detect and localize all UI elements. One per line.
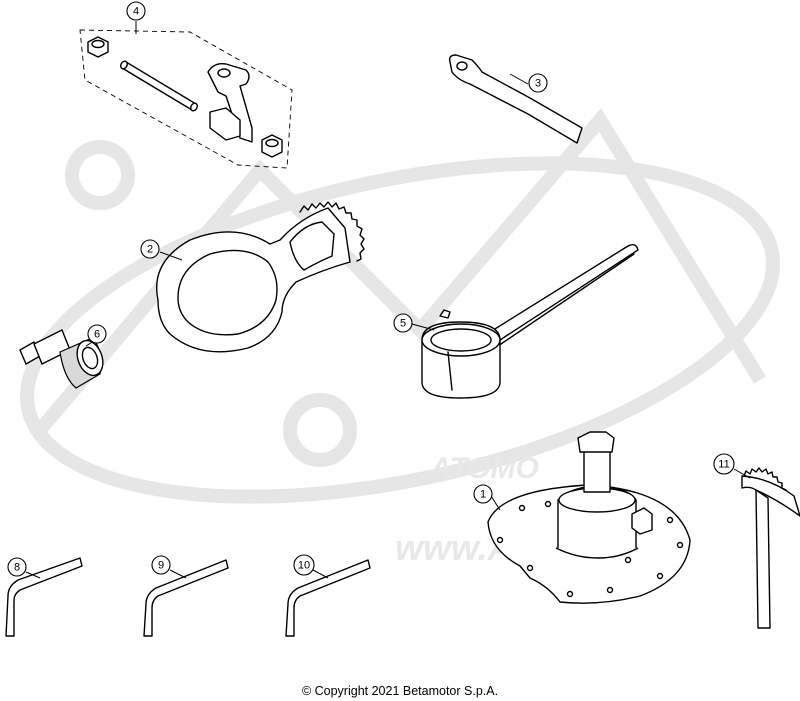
callout-1-label: 1	[480, 489, 486, 501]
part-8-hex-key	[5, 557, 83, 637]
callout-5-label: 5	[400, 318, 406, 330]
part-6-adapter	[19, 329, 104, 389]
callout-9-label: 9	[158, 560, 164, 572]
callout-4-label: 4	[133, 6, 139, 18]
tools-diagram: ATOMO www.ATOMOTO	[5, 1, 800, 637]
background-watermark: ATOMO www.ATOMOTO	[19, 108, 781, 568]
part-4-bracket	[207, 62, 253, 143]
callout-11-label: 11	[718, 459, 729, 471]
part-4-long-bolt	[120, 60, 198, 112]
part-4-kit	[79, 29, 293, 169]
part-2-flywheel-holder	[156, 201, 365, 353]
part-11-serrated-tool	[741, 467, 800, 629]
part-10-hex-key	[285, 559, 371, 637]
callout-1: 1	[473, 484, 493, 504]
part-1-plate-holes	[496, 500, 684, 598]
callout-11: 11	[713, 453, 735, 475]
callout-3: 3	[528, 73, 548, 93]
callout-10: 10	[293, 554, 315, 576]
leader-lines	[25, 21, 751, 579]
callout-2-label: 2	[147, 244, 153, 256]
part-5-cup-wrench	[421, 243, 639, 399]
callout-10-label: 10	[298, 560, 310, 572]
part-9-hex-key	[143, 559, 229, 637]
callout-8: 8	[7, 557, 27, 577]
callout-2: 2	[140, 239, 160, 259]
copyright-notice: © Copyright 2021 Betamotor S.p.A.	[301, 684, 499, 698]
watermark-logo-text: ATOMO	[429, 452, 539, 485]
part-4-nut-top	[87, 36, 109, 58]
callout-5: 5	[393, 313, 413, 333]
callout-6-label: 6	[94, 329, 100, 341]
part-1-puller	[487, 431, 691, 604]
part-4-nut-bottom	[261, 134, 283, 158]
callout-3-label: 3	[535, 78, 541, 90]
callout-9: 9	[151, 555, 171, 575]
callout-8-label: 8	[14, 562, 20, 574]
callout-6: 6	[87, 324, 107, 344]
part-3-flat-bar	[448, 54, 583, 144]
callout-4: 4	[126, 1, 146, 21]
